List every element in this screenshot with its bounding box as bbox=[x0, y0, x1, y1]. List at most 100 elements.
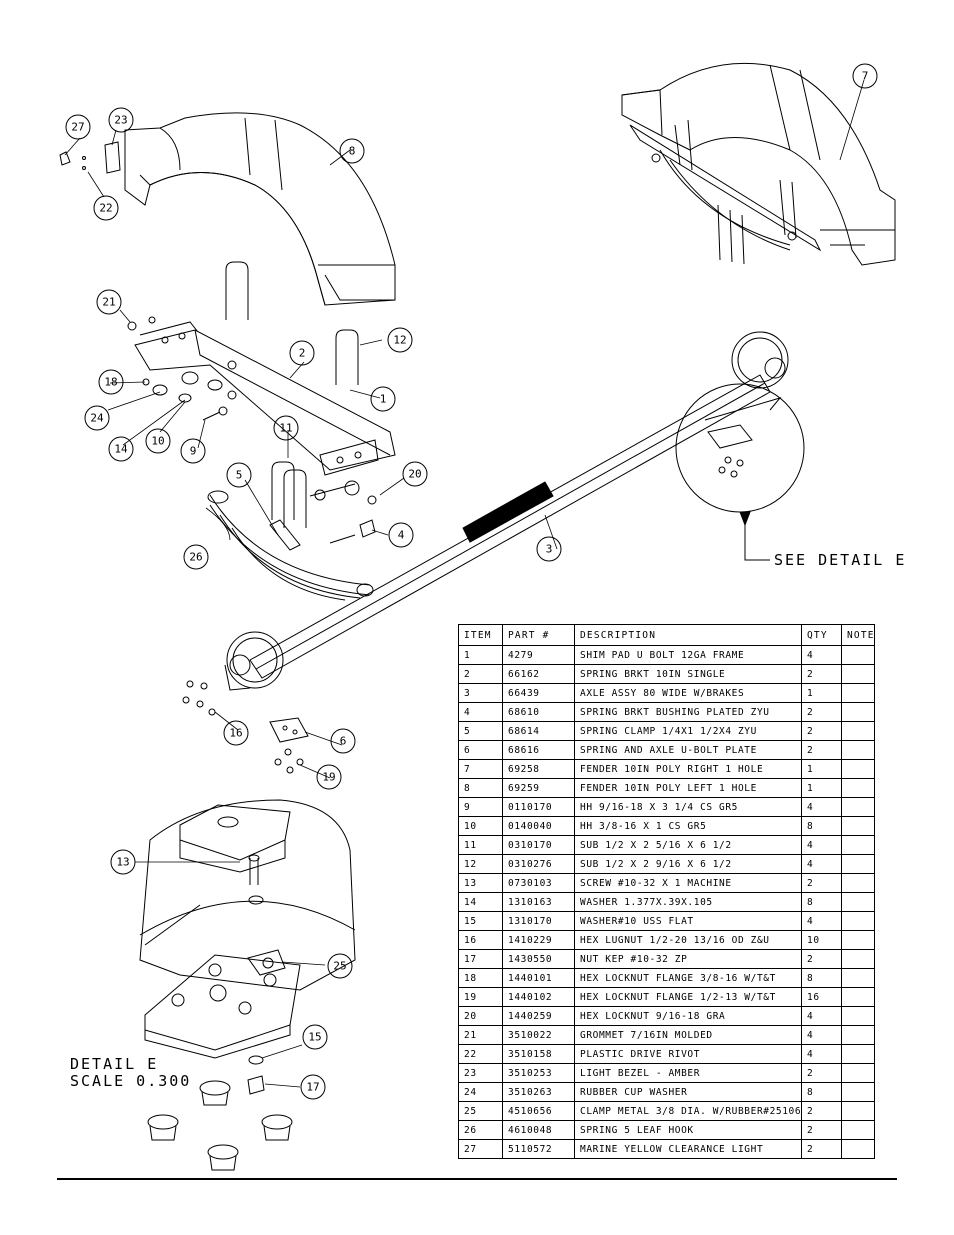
detail-circle-drawing bbox=[675, 383, 805, 561]
bom-cell-item: 11 bbox=[458, 835, 503, 855]
bom-cell-part: 1440101 bbox=[502, 968, 575, 988]
callout-15: 15 bbox=[308, 1031, 321, 1044]
bom-cell-description: HEX LUGNUT 1/2-20 13/16 OD Z&U bbox=[574, 930, 802, 950]
bom-cell-description: SUB 1/2 X 2 5/16 X 6 1/2 bbox=[574, 835, 802, 855]
lugnuts-plate-drawing bbox=[182, 680, 309, 774]
bom-cell-description: WASHER 1.377X.39X.105 bbox=[574, 892, 802, 912]
bom-cell-item: 23 bbox=[458, 1063, 503, 1083]
bom-cell-note bbox=[841, 835, 875, 855]
bom-cell-note bbox=[841, 1139, 875, 1159]
bom-header-item: ITEM bbox=[458, 624, 503, 646]
callout-16: 16 bbox=[229, 727, 242, 740]
bom-cell-part: 0140040 bbox=[502, 816, 575, 836]
hardware-drawing bbox=[59, 141, 377, 544]
bom-cell-item: 8 bbox=[458, 778, 503, 798]
bom-cell-description: CLAMP METAL 3/8 DIA. W/RUBBER#25106 bbox=[574, 1101, 802, 1121]
bom-cell-note bbox=[841, 854, 875, 874]
bom-cell-part: 0310276 bbox=[502, 854, 575, 874]
bom-cell-part: 69258 bbox=[502, 759, 575, 779]
bom-cell-part: 5110572 bbox=[502, 1139, 575, 1159]
lugnut-detail-2 bbox=[147, 1114, 179, 1141]
bom-cell-description: HH 3/8-16 X 1 CS GR5 bbox=[574, 816, 802, 836]
bom-cell-part: 3510263 bbox=[502, 1082, 575, 1102]
bom-cell-item: 19 bbox=[458, 987, 503, 1007]
bom-cell-note bbox=[841, 740, 875, 760]
callout-1: 1 bbox=[380, 393, 387, 406]
bom-cell-qty: 4 bbox=[801, 1025, 842, 1045]
bom-cell-part: 68610 bbox=[502, 702, 575, 722]
bom-header-qty: QTY bbox=[801, 624, 842, 646]
lugnut-detail-4 bbox=[207, 1144, 239, 1171]
bom-cell-part: 68614 bbox=[502, 721, 575, 741]
callout-5: 5 bbox=[236, 469, 243, 482]
bom-cell-description: HEX LOCKNUT FLANGE 1/2-13 W/T&T bbox=[574, 987, 802, 1007]
bom-cell-item: 4 bbox=[458, 702, 503, 722]
callout-21: 21 bbox=[102, 296, 115, 309]
bom-cell-qty: 2 bbox=[801, 740, 842, 760]
bom-cell-note bbox=[841, 683, 875, 703]
bom-header-note: NOTE bbox=[841, 624, 875, 646]
callout-circles bbox=[65, 63, 878, 1100]
callout-8: 8 bbox=[349, 145, 356, 158]
bom-cell-part: 1310163 bbox=[502, 892, 575, 912]
bom-cell-qty: 2 bbox=[801, 1063, 842, 1083]
callout-18: 18 bbox=[104, 376, 117, 389]
bom-cell-qty: 1 bbox=[801, 683, 842, 703]
bom-cell-note bbox=[841, 987, 875, 1007]
bom-cell-note bbox=[841, 816, 875, 836]
bom-cell-note bbox=[841, 778, 875, 798]
bom-cell-item: 25 bbox=[458, 1101, 503, 1121]
bom-cell-qty: 2 bbox=[801, 1120, 842, 1140]
bom-cell-item: 7 bbox=[458, 759, 503, 779]
callout-14: 14 bbox=[114, 443, 128, 456]
bom-cell-item: 14 bbox=[458, 892, 503, 912]
bom-cell-qty: 4 bbox=[801, 854, 842, 874]
bom-cell-qty: 2 bbox=[801, 1139, 842, 1159]
bom-cell-note bbox=[841, 1063, 875, 1083]
callout-12: 12 bbox=[393, 334, 406, 347]
callout-9: 9 bbox=[190, 445, 197, 458]
callout-numbers: 1 2 3 4 5 6 7 8 9 10 11 12 13 14 15 16 1… bbox=[71, 70, 868, 1094]
bom-cell-qty: 10 bbox=[801, 930, 842, 950]
bom-cell-note bbox=[841, 892, 875, 912]
callout-23: 23 bbox=[114, 114, 127, 127]
callout-13: 13 bbox=[116, 856, 129, 869]
fender-right-drawing bbox=[621, 62, 896, 266]
leader-lines bbox=[64, 79, 865, 1088]
detail-e-drawing bbox=[139, 799, 356, 1171]
see-detail-label: SEE DETAIL E bbox=[774, 551, 906, 569]
bom-cell-qty: 8 bbox=[801, 968, 842, 988]
bom-cell-note bbox=[841, 702, 875, 722]
bom-cell-note bbox=[841, 1082, 875, 1102]
bom-cell-part: 66439 bbox=[502, 683, 575, 703]
bom-cell-description: MARINE YELLOW CLEARANCE LIGHT bbox=[574, 1139, 802, 1159]
bom-cell-description: HEX LOCKNUT 9/16-18 GRA bbox=[574, 1006, 802, 1026]
bom-cell-qty: 2 bbox=[801, 702, 842, 722]
callout-3: 3 bbox=[546, 543, 553, 556]
bom-cell-item: 2 bbox=[458, 664, 503, 684]
bom-cell-description: PLASTIC DRIVE RIVOT bbox=[574, 1044, 802, 1064]
detail-scale: SCALE 0.300 bbox=[70, 1072, 191, 1090]
bom-cell-item: 6 bbox=[458, 740, 503, 760]
bom-cell-qty: 2 bbox=[801, 949, 842, 969]
bom-cell-note bbox=[841, 797, 875, 817]
callout-22: 22 bbox=[99, 202, 112, 215]
spring-bracket-drawing bbox=[134, 321, 396, 476]
